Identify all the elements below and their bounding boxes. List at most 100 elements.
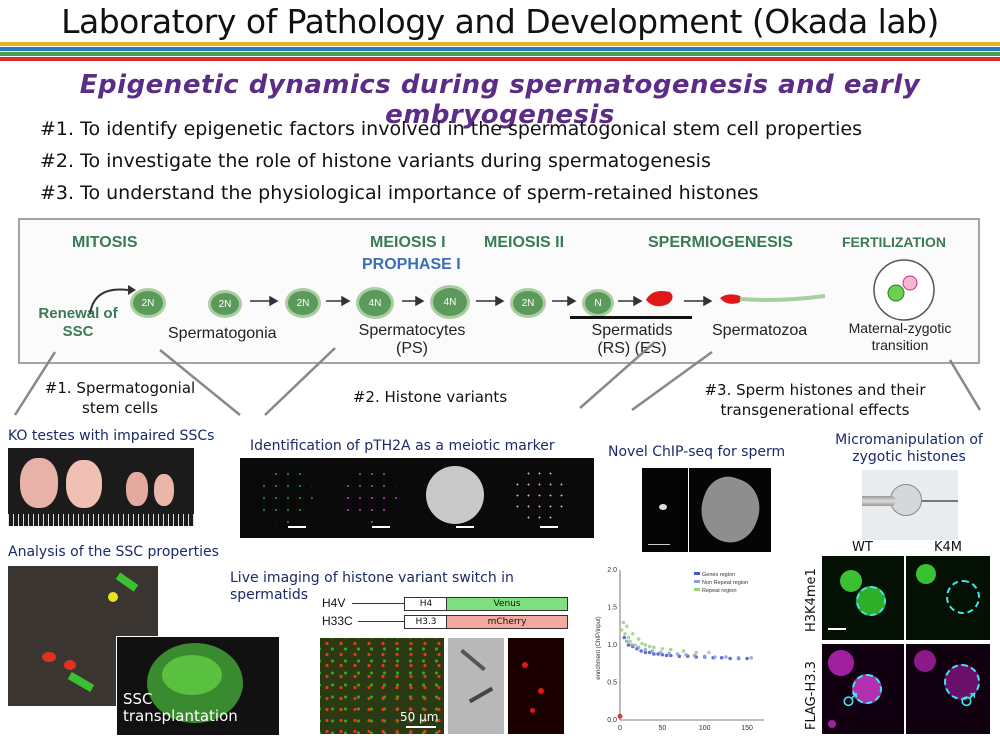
- chip-sperm-photo-large: [689, 468, 771, 552]
- chart-point: [694, 650, 699, 655]
- micro-row-flag-h33: FLAG-H3.3: [804, 661, 819, 730]
- chart-point: [621, 620, 626, 625]
- chart-x-tick-label: 50: [658, 725, 666, 732]
- chart-y-tick-label: 1.0: [607, 642, 617, 649]
- connector-lines: [13, 341, 982, 416]
- chart-point: [624, 624, 629, 629]
- live-imaging-red-photo: [508, 638, 564, 734]
- chart-point: [749, 655, 754, 660]
- progression-arrows: [250, 295, 713, 307]
- chart-point: [736, 655, 741, 660]
- micro-wt-h3k4me1-photo: [822, 556, 904, 640]
- spermatozoon-tail-icon: [739, 294, 826, 302]
- chart-point: [719, 655, 724, 660]
- chart-point: [707, 650, 711, 655]
- chart-point: [628, 639, 632, 644]
- scale-bar-label: 50 µm: [400, 710, 439, 724]
- chart-point: [745, 656, 749, 661]
- cell-2n: 2N: [208, 290, 242, 318]
- spermatids-bar: [570, 316, 692, 319]
- micro-col-k4m: K4M: [934, 540, 963, 555]
- chart-point: [724, 655, 728, 659]
- chart-point: [630, 631, 635, 636]
- live-imaging-merge-photo: 50 µm: [320, 638, 444, 734]
- chart-point: [633, 643, 638, 647]
- stage-meiosis-2: MEIOSIS II: [484, 234, 565, 251]
- cell-2n: 2N: [285, 288, 321, 318]
- section-2-heading: #2. Histone variants: [352, 388, 508, 406]
- micro-col-wt: WT: [852, 540, 873, 555]
- section-3-heading: #3. Sperm histones and their transgenera…: [704, 381, 926, 419]
- chart-point: [622, 635, 627, 640]
- cell-4n: 4N: [430, 285, 470, 319]
- chart-legend-swatch: [694, 588, 700, 591]
- chart-point: [636, 637, 641, 641]
- stage-fertilization: FERTILIZATION: [842, 234, 946, 250]
- sperm-shapes: [646, 291, 826, 307]
- elongated-spermatid-icon: [646, 291, 673, 307]
- spermatozoon-head-icon: [720, 294, 742, 304]
- chart-point: [619, 628, 624, 632]
- chart-point: [692, 653, 697, 658]
- chart-point: [658, 650, 663, 655]
- micro-k4m-flag-photo: ♂: [906, 644, 990, 734]
- chart-ylabel: enrichment (ChIP/input): [596, 616, 602, 679]
- goal-2: #2. To investigate the role of histone v…: [40, 150, 711, 172]
- cell-2n: 2N: [130, 288, 166, 318]
- chart-y-tick-label: 2.0: [607, 567, 617, 574]
- chart-point: [675, 652, 680, 656]
- chart-legend-swatch: [694, 572, 700, 575]
- chart-point: [702, 654, 707, 659]
- spermatogenesis-diagram: [18, 218, 980, 364]
- chart-point: [626, 643, 631, 647]
- ko-testes-photo: [8, 448, 194, 526]
- caption-ssc-analysis: Analysis of the SSC properties: [8, 544, 219, 560]
- chart-point: [681, 649, 686, 653]
- label-spermatocytes: Spermatocytes (PS): [358, 322, 466, 357]
- zygote-icon: [873, 259, 935, 321]
- renewal-label: Renewal of SSC: [38, 305, 118, 340]
- chart-y-tick-label: 0.0: [607, 717, 617, 724]
- pth2a-microscopy-photo: [240, 458, 594, 538]
- chart-point: [624, 639, 629, 644]
- caption-chip-seq: Novel ChIP-seq for sperm: [608, 444, 786, 460]
- construct-h4-box: H4: [404, 597, 448, 611]
- chart-legend-label: Non Repeat region: [702, 580, 748, 586]
- subtitle: Epigenetic dynamics during spermatogenes…: [79, 70, 921, 130]
- label-spermatogonia: Spermatogonia: [168, 325, 277, 342]
- micro-row-h3k4me1: H3K4me1: [804, 568, 819, 632]
- cell-4n: 4N: [356, 287, 394, 319]
- cell-n: N: [582, 289, 614, 317]
- micro-k4m-h3k4me1-photo: [906, 556, 990, 640]
- stage-prophase-1: PROPHASE I: [362, 256, 461, 273]
- chart-x-tick-label: 150: [741, 725, 753, 732]
- caption-live-imaging: Live imaging of histone variant switch i…: [230, 570, 514, 603]
- chart-point: [660, 646, 665, 651]
- micro-wt-flag-photo: ♂: [822, 644, 904, 734]
- chart-point: [636, 645, 641, 650]
- chart-point: [643, 647, 648, 652]
- chart-point: [639, 649, 643, 653]
- stripe-blue: [0, 47, 1000, 51]
- construct-mcherry-box: mCherry: [446, 615, 568, 629]
- chart-point: [667, 651, 671, 656]
- caption-pth2a: Identification of pTH2A as a meiotic mar…: [250, 438, 555, 454]
- construct-h4v-name: H4V: [322, 596, 346, 610]
- construct-venus-box: Venus: [446, 597, 568, 611]
- cell-2n: 2N: [510, 288, 546, 318]
- chart-y-tick-label: 0.5: [607, 680, 617, 687]
- chart-point: [630, 643, 634, 647]
- renewal-arrow: [89, 285, 136, 315]
- ssc-transplantation-photo: SSC transplantation: [116, 636, 280, 736]
- construct-h33-box: H3.3: [404, 615, 448, 629]
- chart-point: [728, 656, 732, 661]
- chart-x-tick-label: 0: [618, 725, 622, 732]
- caption-ko-testes: KO testes with impaired SSCs: [8, 428, 215, 444]
- stripe-red: [0, 57, 1000, 61]
- label-spermatids: Spermatids (RS) (ES): [591, 322, 673, 357]
- chart-point: [643, 650, 648, 655]
- chart-point: [643, 643, 648, 647]
- ssc-transplantation-label: SSC transplantation: [123, 690, 238, 725]
- caption-micromanipulation: Micromanipulation of zygotic histones: [835, 432, 983, 465]
- chart-point: [647, 644, 652, 649]
